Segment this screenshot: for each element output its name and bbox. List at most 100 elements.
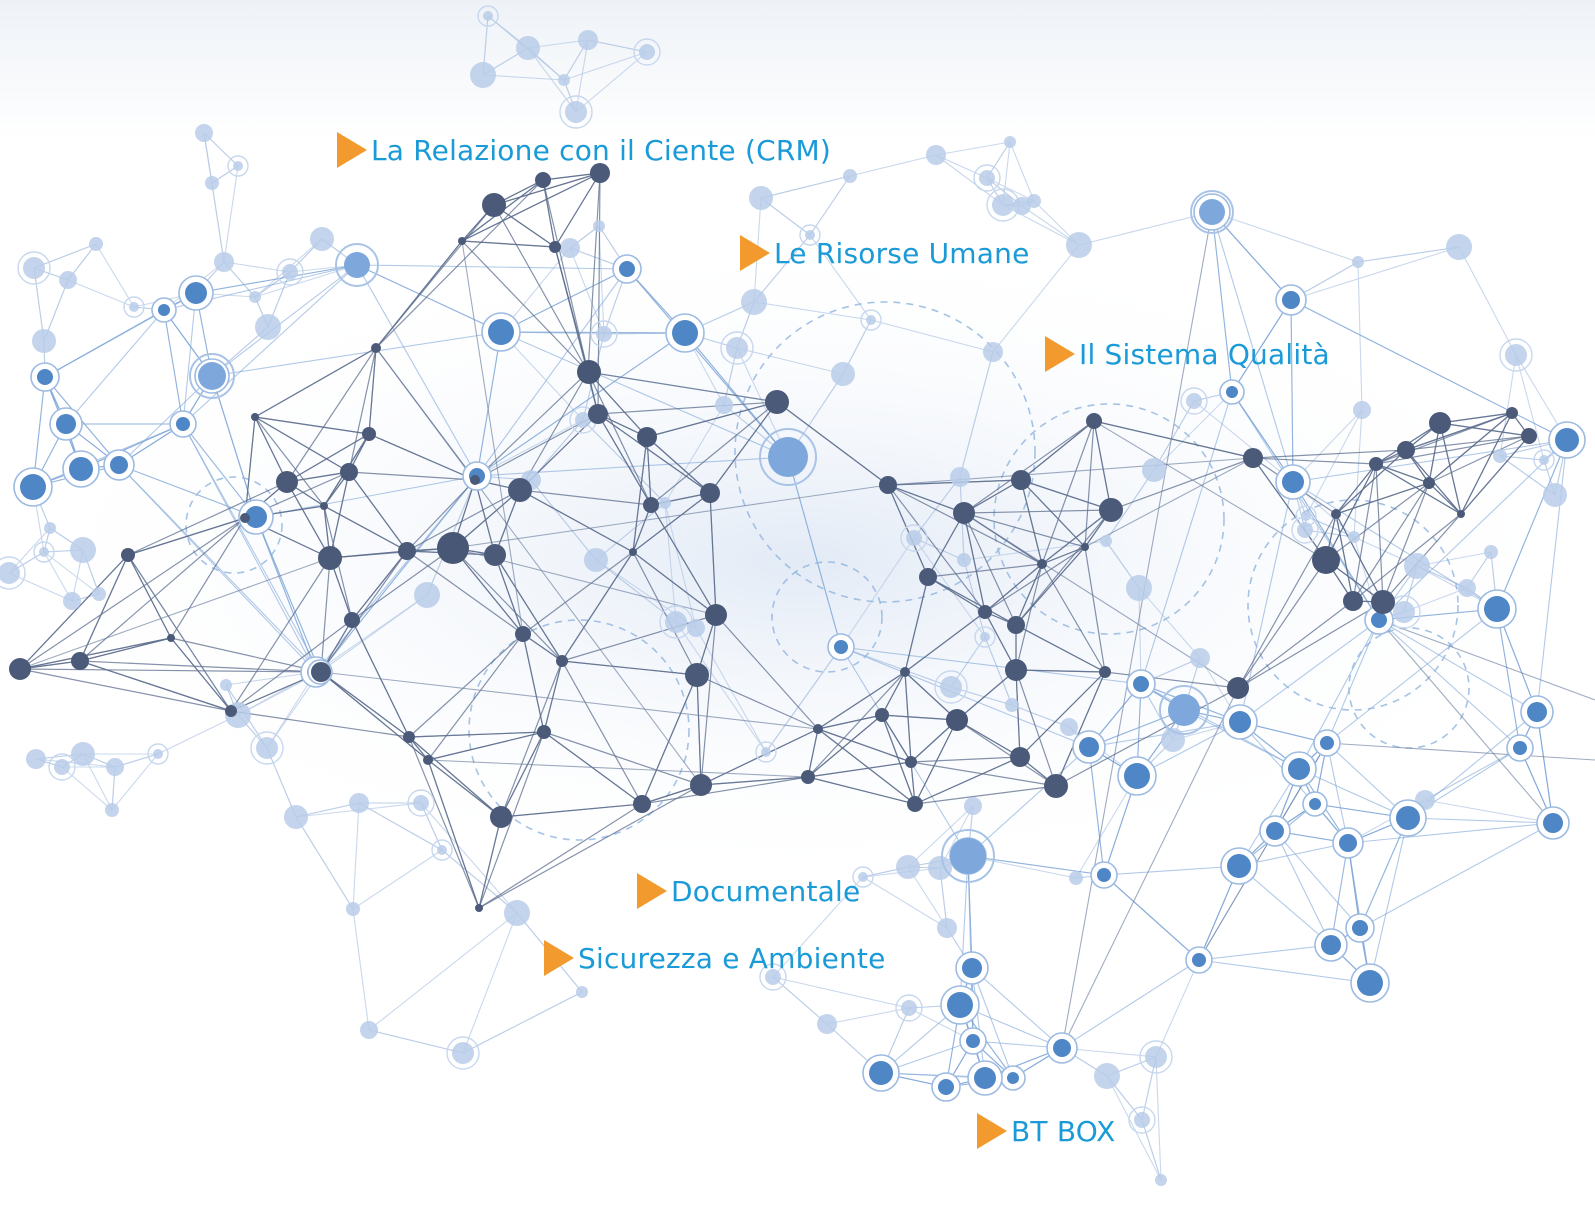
long-edge: [587, 371, 778, 403]
light-node: [63, 592, 81, 610]
light-node-halo: [276, 258, 304, 286]
dark-node: [633, 795, 651, 813]
bt-box-link[interactable]: BT BOX: [977, 1113, 1116, 1149]
dark-node: [549, 241, 561, 253]
dark-edge: [807, 671, 906, 778]
light-node-halo: [123, 296, 145, 318]
light-node: [195, 124, 213, 142]
dark-node: [423, 755, 433, 765]
mid-node: [1484, 596, 1510, 622]
light-node-halo: [1139, 1040, 1173, 1074]
mid-edge: [118, 464, 321, 673]
dark-node: [801, 770, 815, 784]
light-node: [310, 227, 334, 251]
dark-node: [919, 568, 937, 586]
dark-edge: [452, 547, 524, 635]
faint-edge: [772, 976, 828, 1025]
dark-edge: [632, 504, 652, 553]
dark-edge: [320, 671, 410, 738]
dark-edge: [320, 557, 331, 673]
dark-edge: [632, 492, 711, 553]
light-node-halo: [17, 251, 51, 285]
faint-edge: [862, 876, 948, 929]
dark-edge: [709, 492, 717, 616]
dark-node: [690, 774, 712, 796]
human-resources-link-label: Le Risorse Umane: [774, 236, 1030, 270]
dark-edge: [1237, 513, 1337, 689]
crm-link[interactable]: La Relazione con il Ciente (CRM): [337, 132, 831, 168]
document-management-link[interactable]: Documentale: [637, 873, 860, 909]
mid-edge: [476, 268, 628, 477]
dark-edge: [127, 481, 288, 556]
light-node: [23, 257, 45, 279]
dark-edge: [543, 731, 643, 805]
faint-edge: [1009, 141, 1035, 202]
light-node-halo: [895, 994, 923, 1022]
faint-edge: [664, 502, 677, 623]
human-resources-link[interactable]: Le Risorse Umane: [740, 235, 1030, 271]
faint-edge: [1515, 354, 1545, 461]
mid-edge: [626, 268, 789, 458]
faint-edge: [1155, 959, 1200, 1058]
dashed-ring: [185, 476, 283, 574]
faint-edge: [935, 154, 1004, 206]
mid-node: [1371, 612, 1387, 628]
faint-edge: [772, 976, 910, 1009]
faint-edge: [43, 551, 100, 595]
dark-edge: [286, 347, 377, 483]
light-node: [220, 679, 232, 691]
dark-edge: [700, 614, 717, 786]
faint-edge: [211, 182, 225, 263]
mid-node: [1339, 834, 1357, 852]
dark-edge: [1375, 463, 1462, 515]
triangle-right-icon: [337, 132, 367, 168]
dark-edge: [587, 371, 648, 438]
light-node-halo: [227, 155, 249, 177]
quality-system-link[interactable]: Il Sistema Qualità: [1045, 336, 1330, 372]
dark-edge: [1015, 669, 1057, 787]
faint-edge: [664, 404, 725, 504]
mid-edge: [476, 332, 686, 477]
faint-edge: [575, 39, 589, 113]
dark-edge: [1110, 457, 1254, 511]
light-node: [0, 562, 20, 584]
dark-edge: [19, 517, 246, 670]
dark-edge: [1375, 463, 1384, 603]
dark-node: [1044, 774, 1068, 798]
light-node: [593, 220, 605, 232]
dark-node: [900, 667, 910, 677]
light-node: [1013, 197, 1031, 215]
long-edge: [375, 347, 702, 786]
light-node-halo: [477, 5, 499, 27]
dark-node: [535, 172, 551, 188]
mid-node: [834, 640, 848, 654]
dark-edge: [543, 660, 563, 733]
mid-edge: [195, 264, 358, 294]
light-node-halo: [1180, 387, 1208, 415]
light-node: [665, 611, 687, 633]
dark-edge: [881, 714, 958, 721]
dark-edge: [914, 756, 1021, 805]
light-node-halo: [755, 741, 777, 763]
dark-node: [953, 502, 975, 524]
light-node: [516, 36, 540, 60]
dark-edge: [170, 637, 322, 673]
safety-environment-link[interactable]: Sicurezza e Ambiente: [544, 940, 886, 976]
hub-node: [946, 709, 968, 731]
hub-node-light: [950, 838, 986, 874]
mid-edge: [1198, 959, 1371, 984]
dark-edge: [461, 240, 589, 373]
faint-edge: [33, 243, 97, 269]
dark-edge: [1428, 482, 1462, 515]
dark-edge: [368, 347, 377, 435]
dark-node: [371, 343, 381, 353]
mid-node: [966, 1034, 980, 1048]
dark-edge: [807, 714, 883, 778]
mid-node: [1266, 822, 1284, 840]
dark-edge: [881, 671, 906, 716]
mid-edge: [1326, 619, 1380, 744]
dark-edge: [587, 172, 601, 373]
mid-node: [619, 261, 635, 277]
light-node-halo: [0, 556, 26, 590]
dark-edge: [254, 416, 370, 435]
